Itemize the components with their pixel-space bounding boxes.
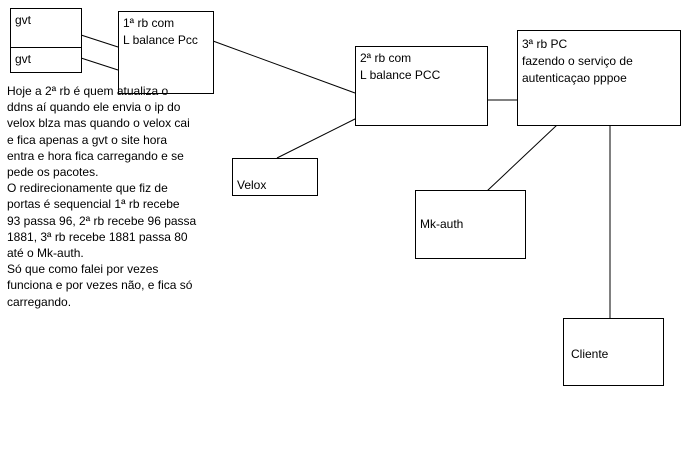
description-note: Hoje a 2ª rb é quem atualiza o ddns aí q… [7,83,257,310]
node-velox: Velox [232,158,318,196]
note-line: velox blza mas quando o velox cai [7,116,190,131]
node-gvt-1: gvt [10,8,82,48]
link-gvt1-rb1 [80,34,119,48]
node-label: 3ª rb PC [522,37,568,51]
node-rb2: 2ª rb com L balance PCC [355,46,488,126]
note-line: ddns aí quando ele envia o ip do [7,100,181,115]
node-label: Cliente [571,347,609,361]
node-label: gvt [15,13,32,27]
node-label: gvt [15,52,32,66]
note-line: e fica apenas a gvt o site hora [7,132,168,147]
node-label: L balance PCC [360,68,441,82]
link-rb1-rb2 [212,40,356,94]
link-gvt2-rb1 [80,57,119,71]
link-velox-rb2 [276,117,358,159]
node-cliente: Cliente [563,318,664,386]
note-line: pede os pacotes. [7,165,99,180]
node-label: 1ª rb com [123,16,175,30]
node-rb3: 3ª rb PC fazendo o serviço de autenticaç… [517,30,681,126]
note-line: portas é sequencial 1ª rb recebe [7,197,180,212]
note-line: 1881, 3ª rb recebe 1881 passa 80 [7,229,188,244]
node-label: fazendo o serviço de [522,54,633,68]
note-line: até o Mk-auth. [7,246,84,261]
note-line: Só que como falei por vezes [7,262,159,277]
note-line: O redirecionamente que fiz de [7,181,168,196]
node-label: 2ª rb com [360,51,412,65]
node-label: Velox [237,178,267,192]
note-line: Hoje a 2ª rb é quem atualiza o [7,84,169,98]
node-label: L balance Pcc [123,33,198,47]
link-rb3-mkauth [486,124,558,192]
node-gvt-2: gvt [10,47,82,73]
note-line: funciona e por vezes não, e fica só [7,278,193,293]
node-label: Mk-auth [420,217,464,231]
note-line: entra e hora fica carregando e se [7,148,184,163]
note-line: 93 passa 96, 2ª rb recebe 96 passa [7,213,197,228]
note-line: carregando. [7,294,72,309]
node-label: autenticaçao pppoe [522,71,627,85]
node-rb1: 1ª rb com L balance Pcc [118,11,214,94]
node-mk-auth: Mk-auth [415,190,526,259]
